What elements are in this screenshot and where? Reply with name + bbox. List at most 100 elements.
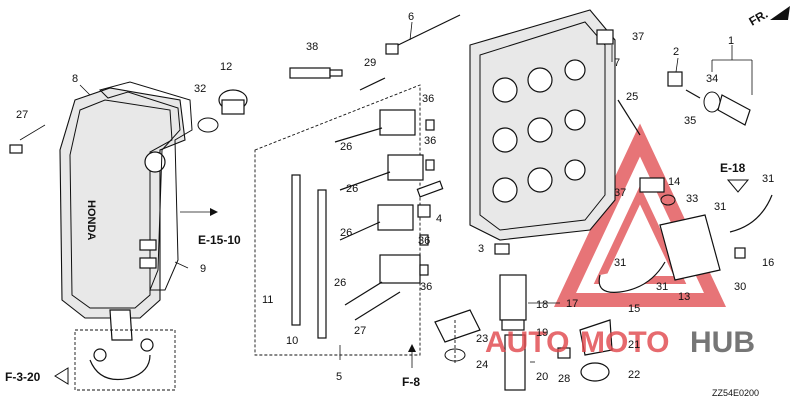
callout-13: 13 bbox=[678, 291, 690, 303]
cylinder-head bbox=[469, 9, 616, 241]
callout-28: 28 bbox=[558, 373, 570, 385]
callout-36-a: 36 bbox=[422, 93, 434, 105]
callout-26-a: 26 bbox=[340, 141, 352, 153]
watermark-word-1: AUTO bbox=[485, 326, 569, 359]
hose-clamp-1 bbox=[93, 348, 107, 362]
callout-3: 3 bbox=[478, 243, 484, 255]
callout-27-a: 27 bbox=[16, 109, 28, 121]
callout-2: 2 bbox=[673, 46, 679, 58]
leader-lines bbox=[79, 21, 753, 363]
callout-21: 21 bbox=[628, 339, 640, 351]
callout-19: 19 bbox=[536, 327, 548, 339]
temperature-sensor-assembly bbox=[667, 71, 751, 126]
stud-25 bbox=[617, 99, 641, 136]
ref-f320-group: F-3-20 bbox=[5, 367, 69, 385]
ref-f320-label: F-3-20 bbox=[5, 370, 41, 384]
callout-37-b: 37 bbox=[614, 187, 626, 199]
callout-37-a: 37 bbox=[632, 31, 644, 43]
callout-29: 29 bbox=[364, 57, 376, 69]
seal-33 bbox=[660, 194, 676, 206]
dowel-36-d bbox=[419, 264, 429, 276]
valve-cover: HONDA bbox=[59, 87, 186, 341]
watermark-triangle-outer bbox=[553, 123, 727, 307]
diagram-code: ZZ54E0200 bbox=[712, 388, 759, 398]
cylinder-head-bolt bbox=[391, 14, 461, 49]
callout-36-b: 36 bbox=[424, 135, 436, 147]
bolt-28 bbox=[557, 347, 571, 359]
callout-8: 8 bbox=[72, 73, 78, 85]
callout-26-d: 26 bbox=[334, 277, 346, 289]
callout-7: 7 bbox=[614, 57, 620, 69]
filter-holder-23 bbox=[434, 309, 481, 343]
bolt-30 bbox=[734, 247, 746, 259]
callout-17: 17 bbox=[566, 298, 578, 310]
bolt-27-left bbox=[9, 124, 46, 154]
callout-4: 4 bbox=[436, 213, 442, 225]
callout-14: 14 bbox=[668, 176, 680, 188]
callout-26-b: 26 bbox=[346, 183, 358, 195]
watermark-text: AUTO MOTO HUB bbox=[485, 326, 755, 359]
valve-cover-gasket bbox=[99, 81, 193, 291]
callout-5: 5 bbox=[336, 371, 342, 383]
callout-35: 35 bbox=[684, 115, 696, 127]
callout-24: 24 bbox=[476, 359, 488, 371]
oil-filler-cap bbox=[218, 89, 248, 115]
ref-e15-group: E-15-10 bbox=[180, 208, 241, 247]
callout-20: 20 bbox=[536, 371, 548, 383]
cap-22 bbox=[580, 362, 610, 382]
collar-4 bbox=[416, 180, 444, 198]
callout-15: 15 bbox=[628, 303, 640, 315]
bolt-29 bbox=[359, 77, 386, 91]
dowel-36-c bbox=[419, 234, 429, 246]
ref-f8-label: F-8 bbox=[402, 375, 420, 389]
ref-e18-group: E-18 bbox=[720, 161, 750, 193]
dowel-36-b bbox=[425, 159, 435, 171]
direction-label: FR. bbox=[747, 7, 771, 29]
callout-1: 1 bbox=[728, 35, 734, 47]
callout-36-d: 36 bbox=[420, 281, 432, 293]
ref-e18-label: E-18 bbox=[720, 161, 746, 175]
thermostat-14 bbox=[639, 177, 665, 193]
callout-27-b: 27 bbox=[354, 325, 366, 337]
dowel-36-a bbox=[425, 119, 435, 131]
hose-clamp-2 bbox=[140, 338, 154, 352]
hose-15 bbox=[598, 261, 666, 293]
oil-cap-seal bbox=[197, 117, 219, 133]
callout-32: 32 bbox=[194, 83, 206, 95]
callout-31-c: 31 bbox=[614, 257, 626, 269]
callout-12: 12 bbox=[220, 61, 232, 73]
callout-10: 10 bbox=[286, 335, 298, 347]
rocker-arm-assemblies bbox=[334, 109, 424, 321]
callout-9: 9 bbox=[200, 263, 206, 275]
bracket-21 bbox=[579, 319, 613, 356]
hose-detail-box bbox=[74, 329, 176, 391]
callout-31-b: 31 bbox=[714, 201, 726, 213]
callout-18: 18 bbox=[536, 299, 548, 311]
callout-36-c: 36 bbox=[418, 235, 430, 247]
callout-31-a: 31 bbox=[762, 173, 774, 185]
watermark-word-2: MOTO bbox=[580, 326, 669, 359]
callout-31-d: 31 bbox=[656, 281, 668, 293]
pump-13 bbox=[659, 214, 721, 281]
callout-38: 38 bbox=[306, 41, 318, 53]
callout-16: 16 bbox=[762, 257, 774, 269]
callout-34: 34 bbox=[706, 73, 718, 85]
ref-f8-group: F-8 bbox=[402, 344, 420, 389]
plug-3 bbox=[494, 243, 510, 255]
spark-plug bbox=[289, 67, 343, 79]
rocker-group-box bbox=[254, 84, 421, 356]
callout-33: 33 bbox=[686, 193, 698, 205]
honda-emblem-text: HONDA bbox=[85, 200, 97, 240]
callout-11: 11 bbox=[262, 294, 273, 306]
callout-23: 23 bbox=[476, 333, 488, 345]
callout-labels: 1 2 3 4 5 6 7 8 9 10 11 12 13 14 15 16 1… bbox=[16, 11, 774, 385]
front-direction-arrow: FR. bbox=[747, 6, 790, 29]
collar-4-small bbox=[417, 204, 431, 218]
ref-e15-label: E-15-10 bbox=[198, 233, 241, 247]
watermark-word-3: HUB bbox=[690, 326, 755, 359]
callout-30: 30 bbox=[734, 281, 746, 293]
callout-6: 6 bbox=[408, 11, 414, 23]
cap-37-top bbox=[596, 29, 614, 45]
callout-22: 22 bbox=[628, 369, 640, 381]
